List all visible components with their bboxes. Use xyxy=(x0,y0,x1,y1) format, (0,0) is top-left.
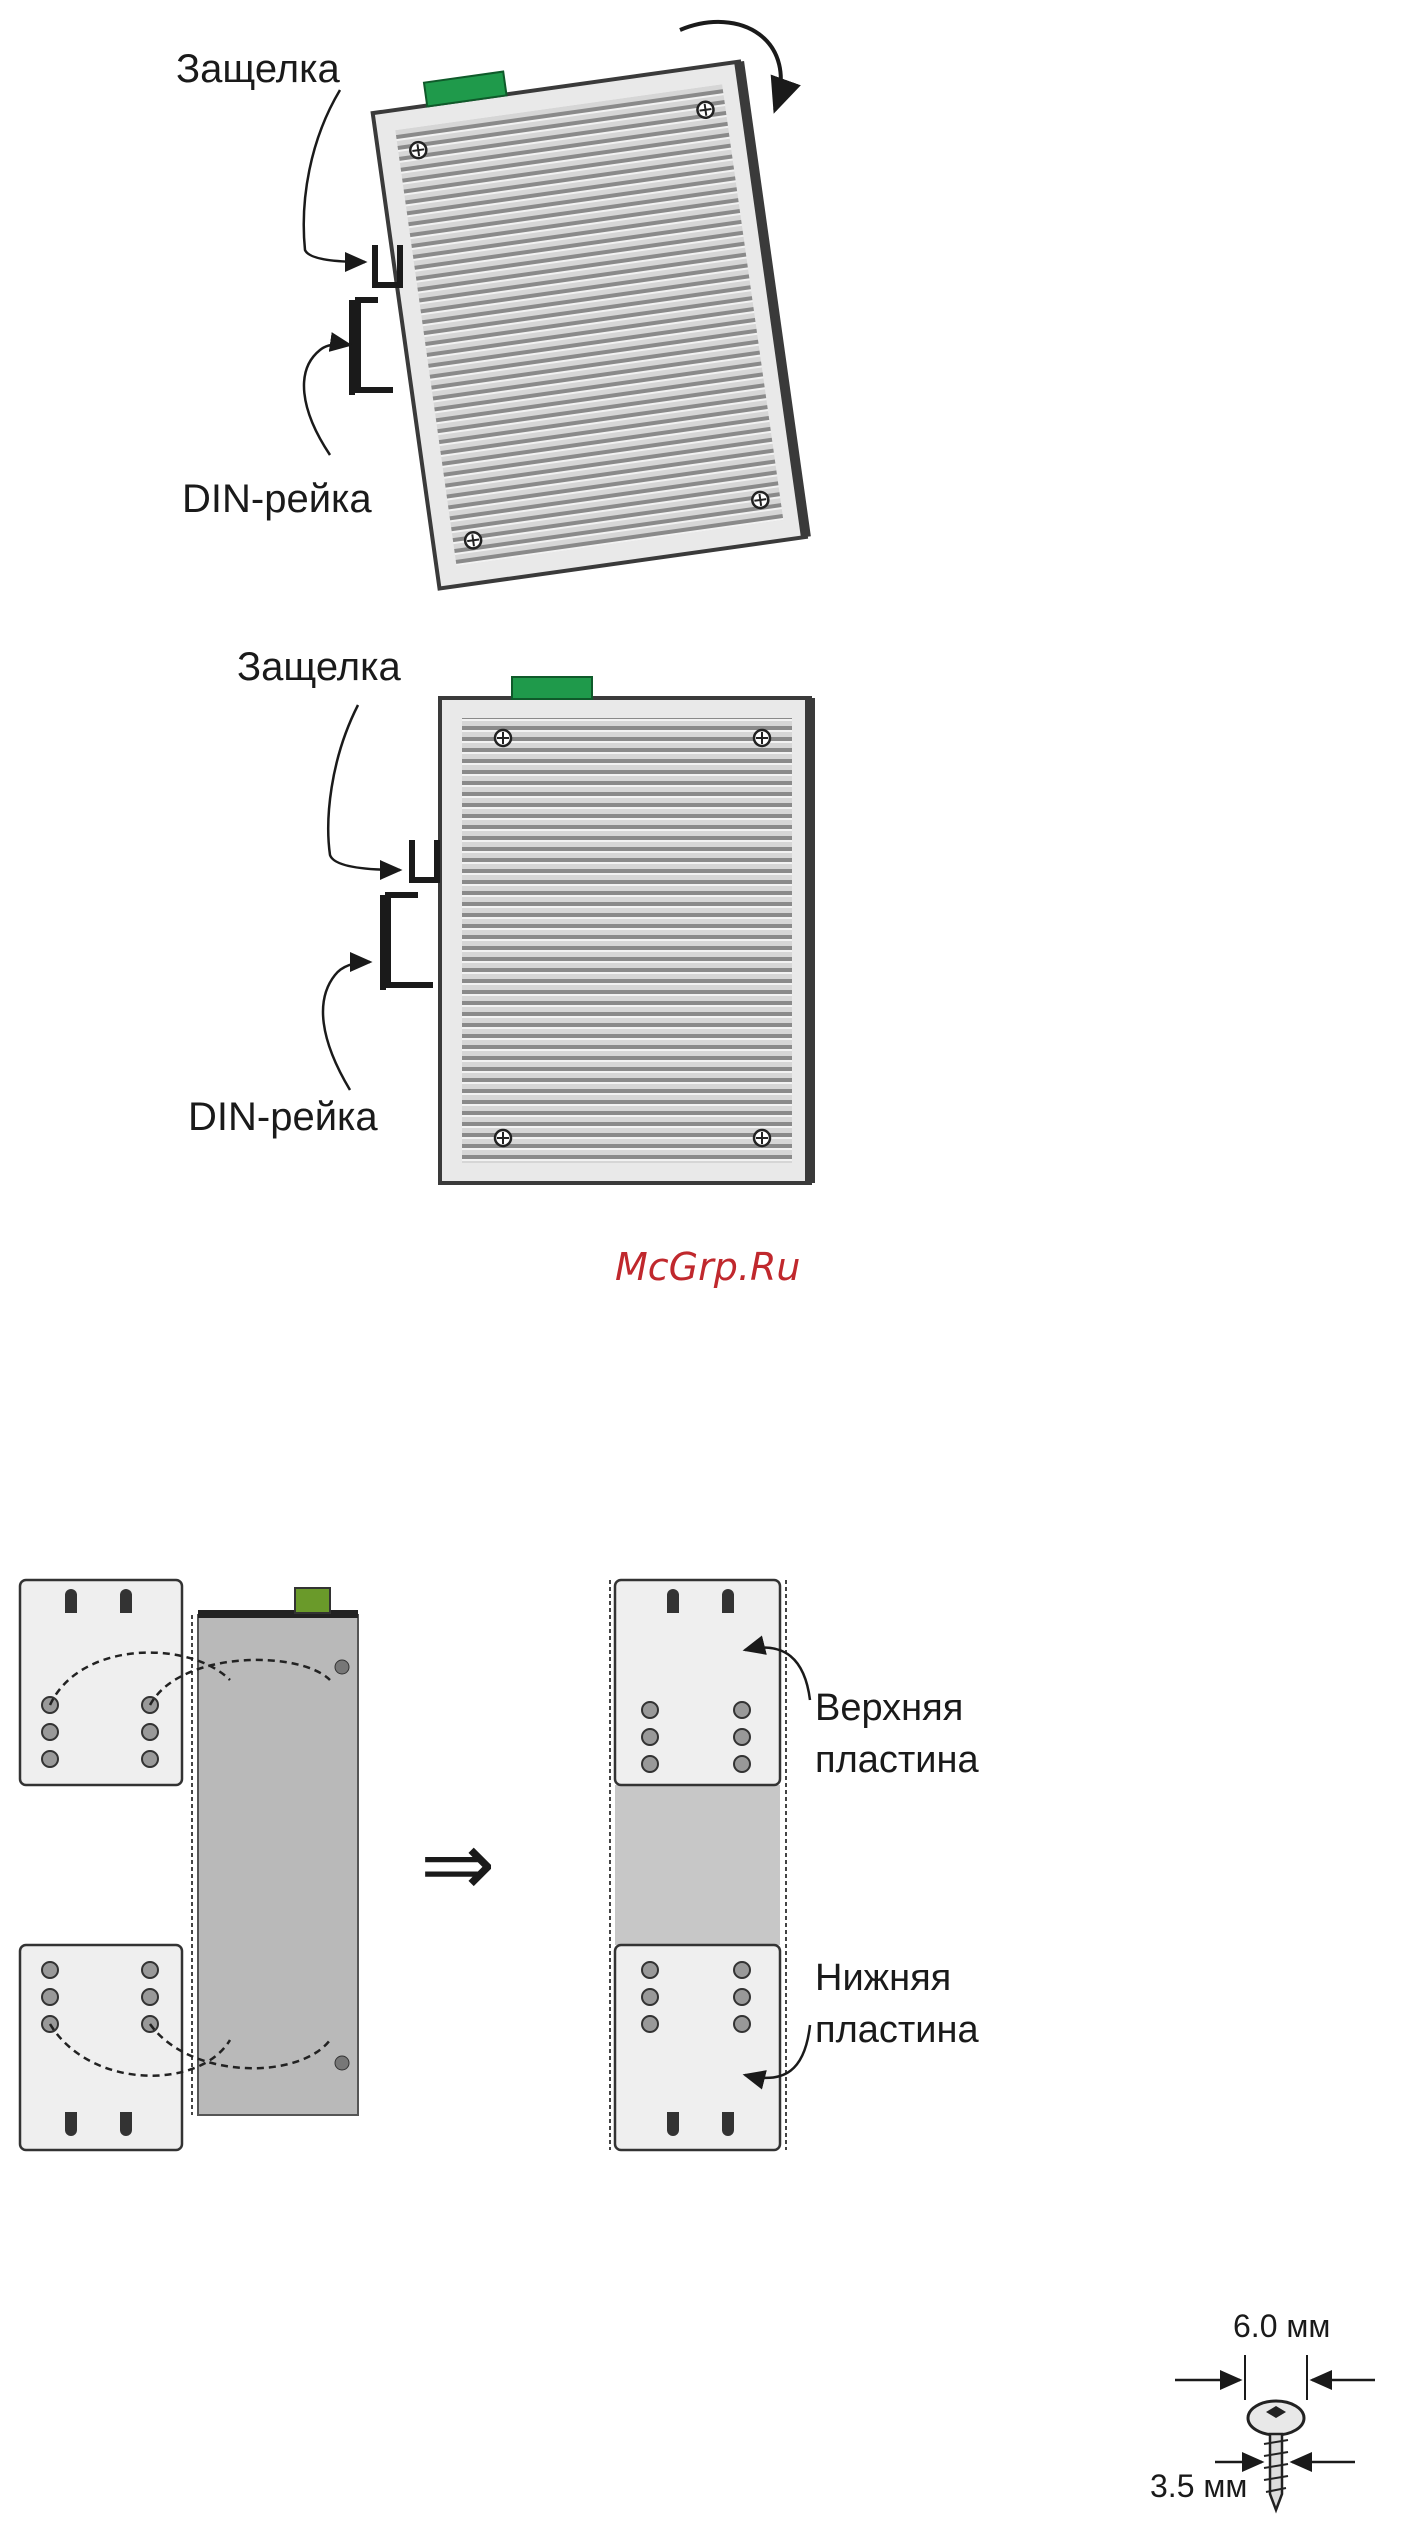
din-rail-label: DIN-рейка xyxy=(188,1095,378,1139)
top-plate-label-line2: пластина xyxy=(815,1739,980,1781)
screw-icon xyxy=(495,1130,511,1146)
screw-icon xyxy=(464,531,482,549)
device-ribs xyxy=(462,718,792,1163)
latch-label: Защелка xyxy=(237,645,402,689)
figure-2-din-rail-mounted: Защелка DIN-рейка xyxy=(188,645,815,1183)
top-plate-label-line1: Верхняя xyxy=(815,1687,963,1729)
screw-icon xyxy=(409,141,427,159)
device-right-edge xyxy=(805,698,815,1183)
device-top-edge xyxy=(198,1610,358,1618)
figure-3-wall-mount-plates: ⇒ Верхняя пластина Нижняя пластина xyxy=(20,1580,980,2150)
latch-label: Защелка xyxy=(176,47,341,91)
device-ribs xyxy=(395,84,783,566)
shank-dimension-label: 3.5 мм xyxy=(1150,2468,1247,2504)
watermark: McGrp.Ru xyxy=(615,1245,800,1289)
top-plate-mounted xyxy=(615,1580,780,1785)
bottom-plate-mounted xyxy=(615,1945,780,2150)
green-connector xyxy=(295,1588,330,1613)
head-dimension-label: 6.0 мм xyxy=(1233,2308,1330,2344)
device-body xyxy=(198,1615,358,2115)
result-arrow-icon: ⇒ xyxy=(420,1815,495,1915)
screw-icon xyxy=(754,1130,770,1146)
bottom-plate-label-line1: Нижняя xyxy=(815,1957,951,1999)
figure-4-screw-dimensions: 6.0 мм 3.5 мм xyxy=(1150,2308,1375,2510)
figure-1-din-rail-tilted: Защелка DIN-рейка xyxy=(176,22,811,589)
screw-icon xyxy=(495,730,511,746)
din-rail-label: DIN-рейка xyxy=(182,477,372,521)
screw-icon xyxy=(1248,2401,1304,2510)
rail-leader xyxy=(304,344,350,455)
screw-icon xyxy=(751,491,769,509)
screw-icon xyxy=(754,730,770,746)
latch-leader xyxy=(328,705,400,870)
green-connector xyxy=(512,677,592,699)
assembled-device xyxy=(615,1785,780,1945)
screw-icon xyxy=(696,101,714,119)
din-rail-clip xyxy=(383,840,437,990)
rail-leader xyxy=(323,962,370,1090)
latch-leader xyxy=(304,90,365,262)
bottom-plate-label-line2: пластина xyxy=(815,2009,980,2051)
